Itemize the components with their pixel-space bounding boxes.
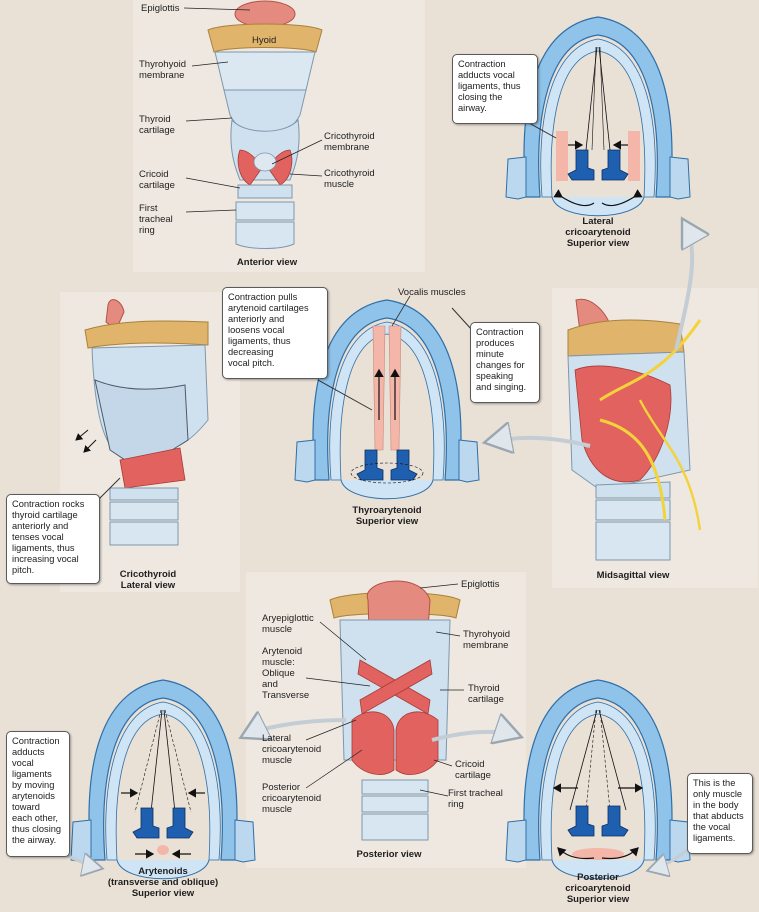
label-cricothyroid-membrane: Cricothyroid membrane <box>324 131 375 153</box>
arrow-to-posterior-ca <box>431 732 518 740</box>
label-cricoid-cartilage-posterior: Cricoid cartilage <box>455 759 491 781</box>
posterior-leader-lines <box>305 583 464 797</box>
cricothyroid-callout-pointer <box>97 477 121 501</box>
label-thyrohyoid-membrane-posterior: Thyrohyoid membrane <box>463 629 510 651</box>
label-cricoid-cartilage-anterior: Cricoid cartilage <box>139 169 175 191</box>
arrow-to-thyroarytenoid <box>488 438 591 446</box>
arrow-to-arytenoids <box>244 720 347 736</box>
ta-callout-right: Contraction produces minute changes for … <box>470 322 540 403</box>
posterior-drawing <box>329 580 461 841</box>
vocalis-leader <box>391 295 411 327</box>
lca-title: Lateral cricoarytenoid Superior view <box>565 216 631 249</box>
ta-right-pointer <box>451 307 473 331</box>
label-hyoid: Hyoid <box>252 35 277 46</box>
label-thyroid-cartilage-posterior: Thyroid cartilage <box>468 683 504 705</box>
posterior-cricoarytenoid-drawing <box>505 679 691 880</box>
cricothyroid-lateral-drawing <box>75 299 209 546</box>
ta-title: Thyroarytenoid Superior view <box>352 505 422 527</box>
label-cricothyroid-muscle: Cricothyroid muscle <box>324 168 375 190</box>
anterior-larynx-drawing <box>207 0 323 249</box>
label-aryepiglottic-muscle: Aryepiglottic muscle <box>262 613 314 635</box>
cricothyroid-callout: Contraction rocks thyroid cartilage ante… <box>6 494 100 584</box>
lateral-cricoarytenoid-drawing <box>505 16 691 217</box>
label-posterior-cricoarytenoid-muscle: Posterior cricoarytenoid muscle <box>262 782 322 815</box>
midsagittal-drawing <box>567 298 702 561</box>
label-epiglottis-anterior: Epiglottis <box>141 3 180 14</box>
arytenoids-superior-drawing <box>70 679 256 880</box>
arytenoids-callout: Contraction adducts vocal ligaments by m… <box>6 731 70 857</box>
label-first-tracheal-ring-anterior: First tracheal ring <box>139 203 173 236</box>
label-thyrohyoid-membrane-anterior: Thyrohyoid membrane <box>139 59 186 81</box>
anterior-view-title: Anterior view <box>236 257 298 268</box>
ta-left-pointer <box>317 379 373 411</box>
ta-callout-left: Contraction pulls arytenoid cartilages a… <box>222 287 328 379</box>
label-lateral-cricoarytenoid-muscle: Lateral cricoarytenoid muscle <box>262 733 322 766</box>
label-first-tracheal-ring-posterior: First tracheal ring <box>448 788 503 810</box>
midsagittal-title: Midsagittal view <box>596 570 670 581</box>
cricothyroid-title: Cricothyroid Lateral view <box>119 569 177 591</box>
label-arytenoid-muscle: Arytenoid muscle: Oblique and Transverse <box>262 646 310 701</box>
anterior-leader-lines <box>183 7 323 213</box>
posterior-view-title: Posterior view <box>356 849 422 860</box>
arytenoids-title: Arytenoids (transverse and oblique) Supe… <box>107 866 219 899</box>
label-epiglottis-posterior: Epiglottis <box>461 579 500 590</box>
pca-callout: This is the only muscle in the body that… <box>687 773 753 854</box>
label-thyroid-cartilage-anterior: Thyroid cartilage <box>139 114 175 136</box>
arrow-to-lateral-ca <box>674 222 692 351</box>
pca-title: Posterior cricoarytenoid Superior view <box>565 872 631 905</box>
label-vocalis-muscles: Vocalis muscles <box>398 287 466 298</box>
thyroarytenoid-drawing <box>294 299 480 500</box>
lca-callout: Contraction adducts vocal ligaments, thu… <box>452 54 538 124</box>
